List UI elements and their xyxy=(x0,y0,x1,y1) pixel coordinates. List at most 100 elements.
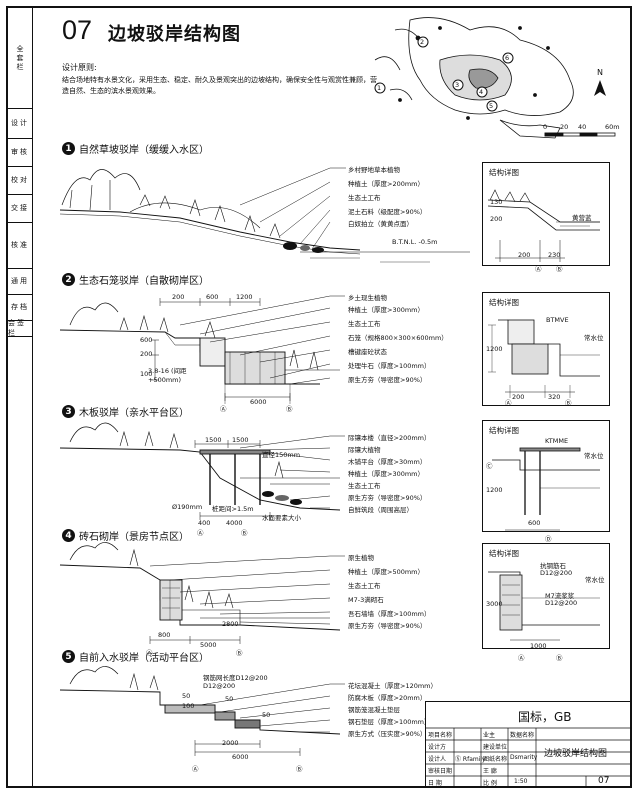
section-3-title: 3 木板驳岸（亲水平台区） xyxy=(62,404,189,419)
note-label: 3.8-16 (间距+500mm) xyxy=(148,367,187,384)
callout-label: 防腐木板（厚度>20mm） xyxy=(348,694,427,702)
callout-label: 木铺平台（厚度>30mm） xyxy=(348,458,427,466)
title-block-cell: 审核日期 xyxy=(428,768,453,775)
axis-marker: Ⓐ xyxy=(518,654,525,662)
section-2-detail-box: 结构详图 xyxy=(482,292,610,406)
section-1-title: 1 自然草坡驳岸（缓缓入水区） xyxy=(62,141,209,156)
axis-marker: Ⓑ xyxy=(241,529,248,537)
axis-marker: Ⓑ xyxy=(296,765,303,773)
dimension-label: 320 xyxy=(548,393,561,401)
page-title: 边坡驳岸结构图 xyxy=(108,24,241,45)
sidebar-cell: 审核 xyxy=(8,138,32,167)
level-label: KTMME xyxy=(545,437,569,445)
dimension-label: 200 xyxy=(172,293,185,301)
section-2-detail-drawing xyxy=(488,319,600,398)
section-4-detail-drawing xyxy=(488,571,600,641)
title-block-cell: 建设单位 xyxy=(483,744,508,751)
sidebar-cell: 设计 xyxy=(8,108,32,139)
section-title-text: 砖石砌岸（景房节点区） xyxy=(79,532,189,543)
dimension-label: 100 xyxy=(182,702,195,710)
dimension-label: 6000 xyxy=(232,753,249,761)
design-principles-text: 结合场地特有水景文化，采用生态、稳定、耐久及景观突出的边坡结构，确保安全性与观赏… xyxy=(62,76,377,95)
section-badge: 3 xyxy=(62,405,75,418)
section-title-text: 自前入水驳岸（活动平台区） xyxy=(79,653,209,664)
scale-label: 60m xyxy=(605,123,620,131)
sidebar-cell: 核准 xyxy=(8,222,32,269)
dimension-label: 200 xyxy=(140,350,153,358)
drawing-frame xyxy=(6,6,632,788)
map-marker: 5 xyxy=(489,102,494,110)
section-1-detail-drawing xyxy=(487,189,600,262)
design-principles-heading: 设计原则: xyxy=(62,63,97,72)
note-label: Ø190mm xyxy=(172,503,203,511)
dimension-label: 5000 xyxy=(200,641,217,649)
axis-marker: Ⓑ xyxy=(556,265,563,273)
detail-title: 结构详图 xyxy=(489,298,519,307)
map-marker: 1 xyxy=(377,84,382,92)
callout-label: 种植土（厚度>200mm） xyxy=(348,180,425,188)
section-4-detail-box: 结构详图 xyxy=(482,543,610,649)
section-2-drawing xyxy=(59,295,345,404)
callout-label: 乡土现生植物 xyxy=(348,294,387,302)
dimension-label: 6000 xyxy=(250,398,267,406)
title-block-cell: Dsmarity xyxy=(510,754,538,761)
section-badge: 1 xyxy=(62,142,75,155)
callout-label: 生态土工布 xyxy=(348,320,381,328)
sidebar-label: 通用 xyxy=(11,277,29,285)
section-badge: 2 xyxy=(62,273,75,286)
sidebar-label: 存档 xyxy=(11,303,29,311)
note-label: 直径150mm xyxy=(262,451,301,459)
callout-label: 原生方式（压实度>90%） xyxy=(348,730,427,738)
dimension-label: 130 xyxy=(490,198,503,206)
dimension-label: 4000 xyxy=(226,519,243,527)
dimension-label: 1200 xyxy=(236,293,253,301)
dimension-label: 50 xyxy=(225,695,234,703)
axis-marker: Ⓐ xyxy=(146,649,153,657)
section-4-drawing xyxy=(59,542,345,644)
section-title-text: 生态石笼驳岸（自散砌岸区） xyxy=(79,276,209,287)
note-label: D12@200 xyxy=(203,682,236,690)
key-map-markers xyxy=(374,36,514,112)
callout-label: 原生方夯（导密度>90%） xyxy=(348,494,427,502)
dimension-label: 1000 xyxy=(530,642,547,650)
title-block-cell: 设计方 xyxy=(428,744,447,751)
callout-label: 生态土工布 xyxy=(348,194,381,202)
callout-label: 石笼（规格800×300×600mm） xyxy=(348,334,448,342)
detail-title: 结构详图 xyxy=(489,168,519,177)
section-3-detail-drawing xyxy=(492,447,600,531)
sidebar-label: 校对 xyxy=(11,176,29,184)
axis-marker: Ⓐ xyxy=(197,529,204,537)
callout-label: 吾石墙墙（厚度>100mm） xyxy=(348,610,431,618)
callout-label: 乡村野地草本植物 xyxy=(348,166,400,174)
section-1-drawing xyxy=(59,167,470,263)
callout-label: 槽键座砼状态 xyxy=(348,348,387,356)
callout-label: 白奴拍立（黄黄点面） xyxy=(348,220,413,228)
dimension-label: 230 xyxy=(548,251,561,259)
project-name: 国标，GB xyxy=(518,710,572,724)
section-title-text: 木板驳岸（亲水平台区） xyxy=(79,408,189,419)
north-label: N xyxy=(597,68,603,77)
title-block-cell: 图纸名称 xyxy=(483,756,508,763)
section-3-drawing xyxy=(59,422,345,520)
section-1-detail-box: 结构详图 xyxy=(482,162,610,266)
sidebar-cell: 通用 xyxy=(8,268,32,295)
level-label: BTMVE xyxy=(546,316,569,324)
note-label: 钢筋网长度D12@200 xyxy=(203,674,268,682)
scale-value: 1:50 xyxy=(514,778,528,785)
drawing-title: 边坡驳岸结构图 xyxy=(544,749,608,759)
dimension-label: 200 xyxy=(518,251,531,259)
detail-title: 结构详图 xyxy=(489,549,519,558)
callout-label: 处理牛石（厚度>100mm） xyxy=(348,362,431,370)
dimension-label: 100 xyxy=(140,370,153,378)
axis-marker: Ⓐ xyxy=(192,765,199,773)
section-title-text: 自然草坡驳岸（缓缓入水区） xyxy=(79,145,209,156)
sidebar-cell: 存档 xyxy=(8,294,32,321)
page-number: 07 xyxy=(62,15,93,45)
callout-label: 自鲜筑段（周围高层） xyxy=(348,506,413,514)
callout-label: 种植土（厚度>500mm） xyxy=(348,568,425,576)
dimension-label: 桩距间>1.5m xyxy=(212,505,254,513)
water-label: 常水位 xyxy=(585,576,605,584)
dimension-label: 600 xyxy=(206,293,219,301)
